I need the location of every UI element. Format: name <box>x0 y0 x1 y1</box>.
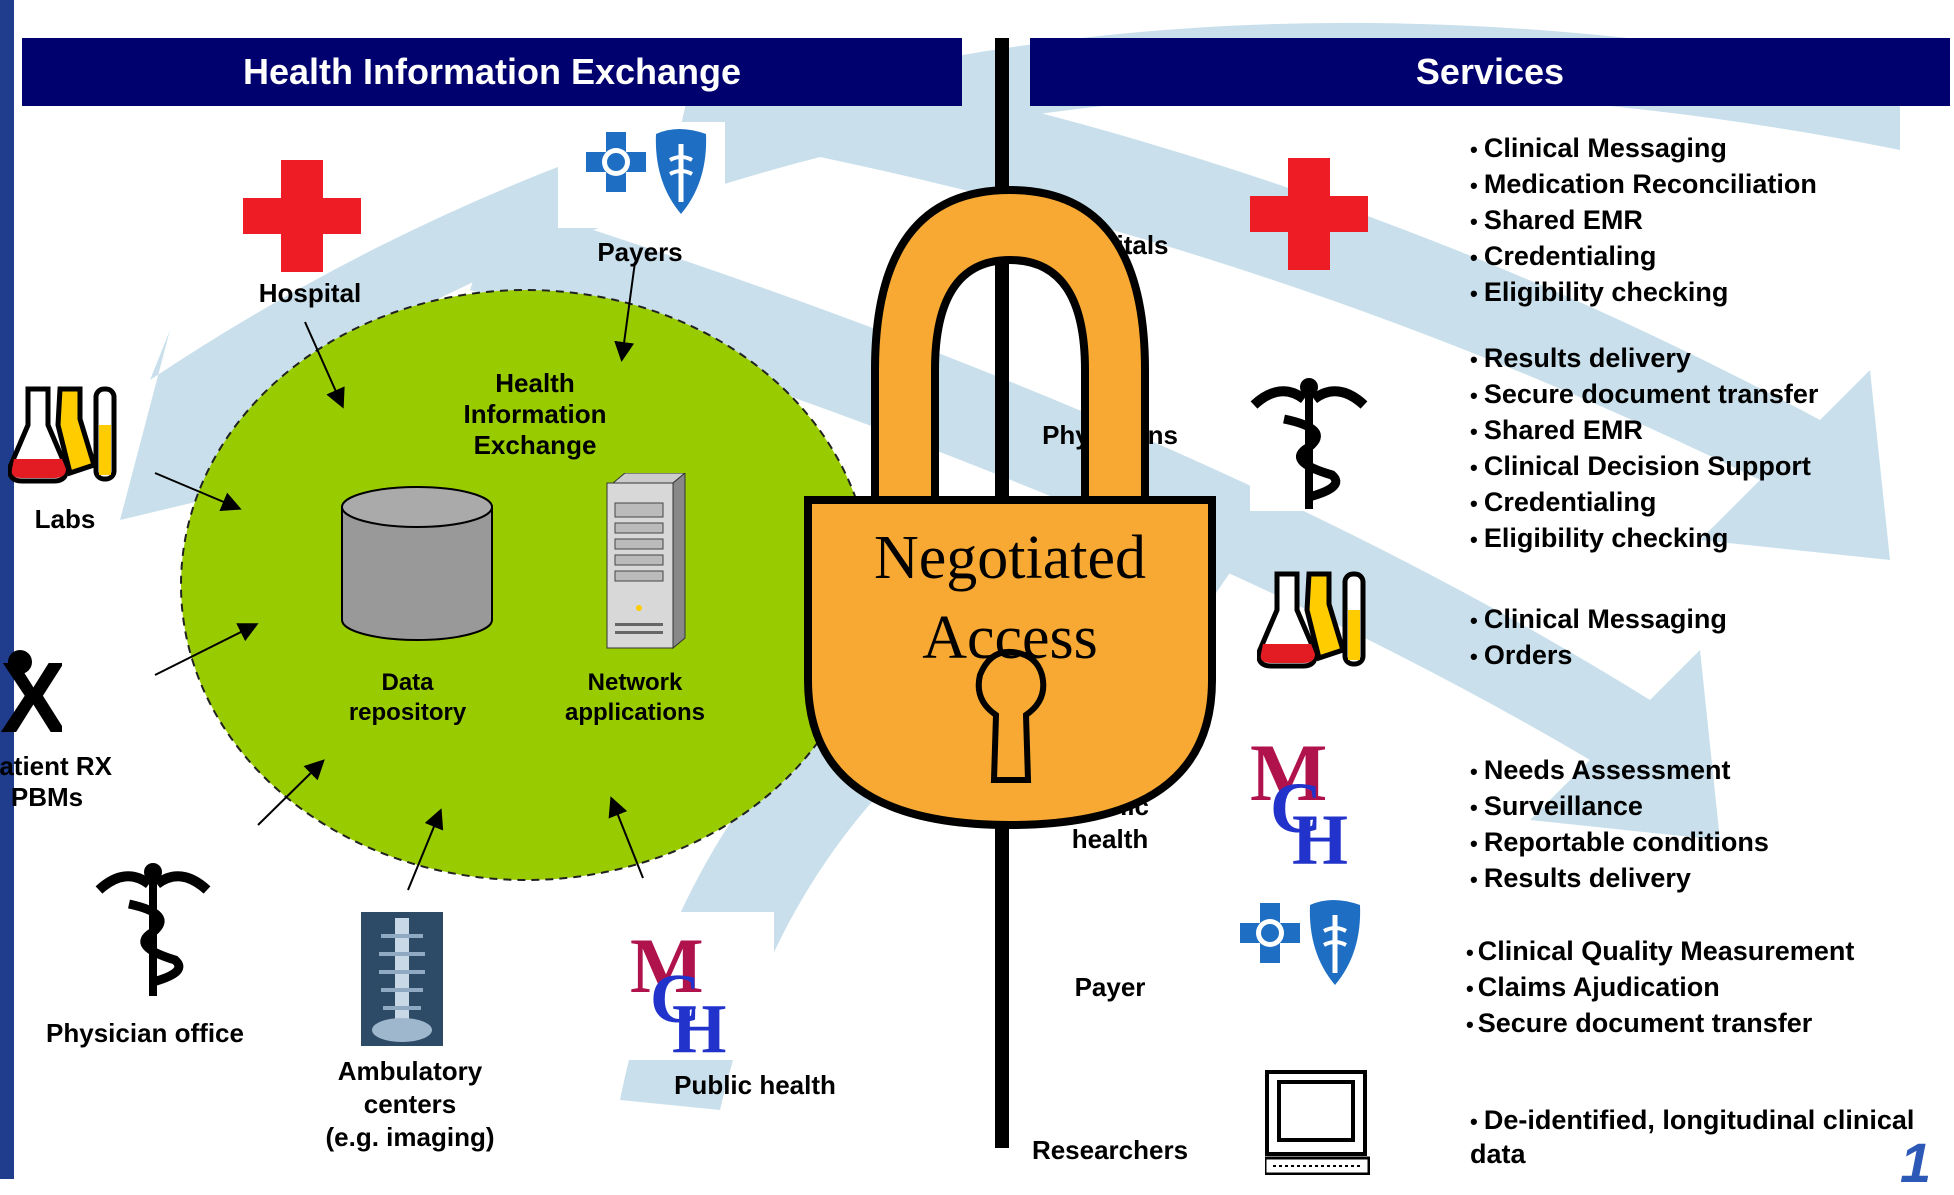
data-repository-label: Data repository <box>348 669 467 726</box>
service-item: Results delivery <box>1470 341 1818 377</box>
payers-label: Payers <box>597 237 683 267</box>
services-payer-list: Clinical Quality MeasurementClaims Ajudi… <box>1466 934 1855 1042</box>
svg-text:M: M <box>1250 727 1327 818</box>
service-item: Secure document transfer <box>1466 1006 1854 1042</box>
service-labs-flask-icon <box>1257 571 1366 669</box>
labs-label: Labs <box>34 504 96 534</box>
public-health-label: Public health <box>674 1070 836 1100</box>
network-applications-label: Network applications <box>564 669 706 726</box>
consumer-payer-label: Payer <box>1074 972 1146 1002</box>
service-item: Claims Ajudication <box>1466 970 1854 1006</box>
server-icon <box>606 473 686 650</box>
hie-circle-title: Health Information Exchange <box>463 368 607 460</box>
service-item: Shared EMR <box>1470 203 1817 239</box>
services-labs-list: Clinical MessagingOrders <box>1470 602 1727 674</box>
service-item: Eligibility checking <box>1470 521 1818 557</box>
svg-text:M: M <box>630 922 704 1009</box>
service-item: Surveillance <box>1470 789 1769 825</box>
right-banner: Services <box>1030 38 1950 106</box>
rx-icon: X <box>0 642 62 742</box>
patient-rx-label: Patient RX PBMs <box>0 751 113 812</box>
service-hospital-cross-icon <box>1250 158 1368 270</box>
physician-office-label: Physician office <box>46 1018 244 1048</box>
hospital-cross-icon <box>243 160 361 272</box>
computer-monitor-icon <box>1265 1070 1370 1175</box>
service-public-health-logo-icon: M C H <box>1230 712 1394 876</box>
service-item: Clinical Quality Measurement <box>1466 934 1855 970</box>
service-item: Reportable conditions <box>1470 825 1769 861</box>
padlock-icon <box>804 185 1216 830</box>
service-item: Clinical Messaging <box>1470 131 1817 167</box>
service-item: De-identified, longitudinal clinical dat… <box>1470 1104 1940 1170</box>
payers-logo-icon <box>558 122 725 228</box>
public-health-logo-icon: M C H <box>610 912 774 1060</box>
database-icon <box>341 486 493 641</box>
service-item: Credentialing <box>1470 485 1818 521</box>
service-item: Shared EMR <box>1470 413 1818 449</box>
services-researchers-list: De-identified, longitudinal clinical dat… <box>1470 1104 1940 1170</box>
labs-flask-icon <box>8 386 117 484</box>
lock-text-line2: Access <box>922 604 1098 672</box>
svg-text:C: C <box>650 961 701 1038</box>
service-item: Clinical Messaging <box>1470 602 1727 638</box>
service-item: Credentialing <box>1470 239 1817 275</box>
services-physicians-list: Results deliverySecure document transfer… <box>1470 341 1819 557</box>
hospital-label: Hospital <box>258 278 362 308</box>
service-item: Needs Assessment <box>1470 753 1769 789</box>
service-item: Medication Reconciliation <box>1470 167 1817 203</box>
service-item: Orders <box>1470 638 1727 674</box>
service-physician-caduceus-icon <box>1250 375 1368 511</box>
left-banner: Health Information Exchange <box>22 38 962 106</box>
source-arrows <box>154 261 644 891</box>
service-item: Results delivery <box>1470 861 1769 897</box>
consumer-researchers-label: Researchers <box>1031 1135 1189 1165</box>
xray-image-icon <box>361 912 443 1046</box>
svg-text:H: H <box>1292 800 1348 876</box>
svg-text:C: C <box>1270 768 1322 848</box>
service-item: Secure document transfer <box>1470 377 1819 413</box>
ambulatory-label: Ambulatory centers (e.g. imaging) <box>325 1056 495 1152</box>
services-public-health-list: Needs AssessmentSurveillanceReportable c… <box>1470 753 1769 897</box>
service-payer-logo-icon <box>1212 893 1379 999</box>
page-number: 1 <box>1900 1131 1932 1194</box>
left-edge-bar <box>0 0 14 1179</box>
service-item: Clinical Decision Support <box>1470 449 1818 485</box>
service-item: Eligibility checking <box>1470 275 1817 311</box>
physician-caduceus-icon <box>95 860 211 998</box>
svg-text:H: H <box>672 991 726 1060</box>
lock-text-line1: Negotiated <box>873 524 1146 592</box>
services-hospitals-list: Clinical MessagingMedication Reconciliat… <box>1470 131 1817 311</box>
